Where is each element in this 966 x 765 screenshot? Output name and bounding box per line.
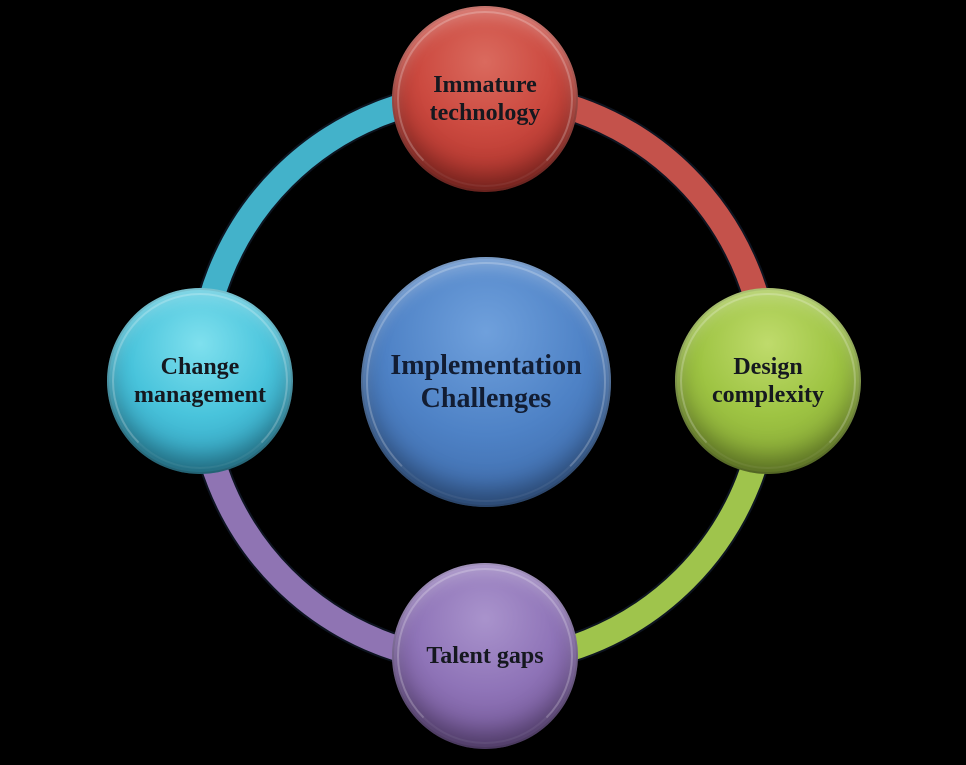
node-label: Design complexity: [712, 353, 824, 408]
node-design-complexity: Design complexity: [675, 288, 861, 474]
node-immature-technology: Immature technology: [392, 6, 578, 192]
node-talent-gaps: Talent gaps: [392, 563, 578, 749]
node-label: Immature technology: [429, 71, 541, 126]
node-change-management: Change management: [107, 288, 293, 474]
node-label: Change management: [134, 353, 266, 408]
center-node-label: Implementation Challenges: [390, 349, 582, 414]
node-label: Talent gaps: [426, 642, 544, 669]
center-node-implementation-challenges: Implementation Challenges: [361, 257, 611, 507]
